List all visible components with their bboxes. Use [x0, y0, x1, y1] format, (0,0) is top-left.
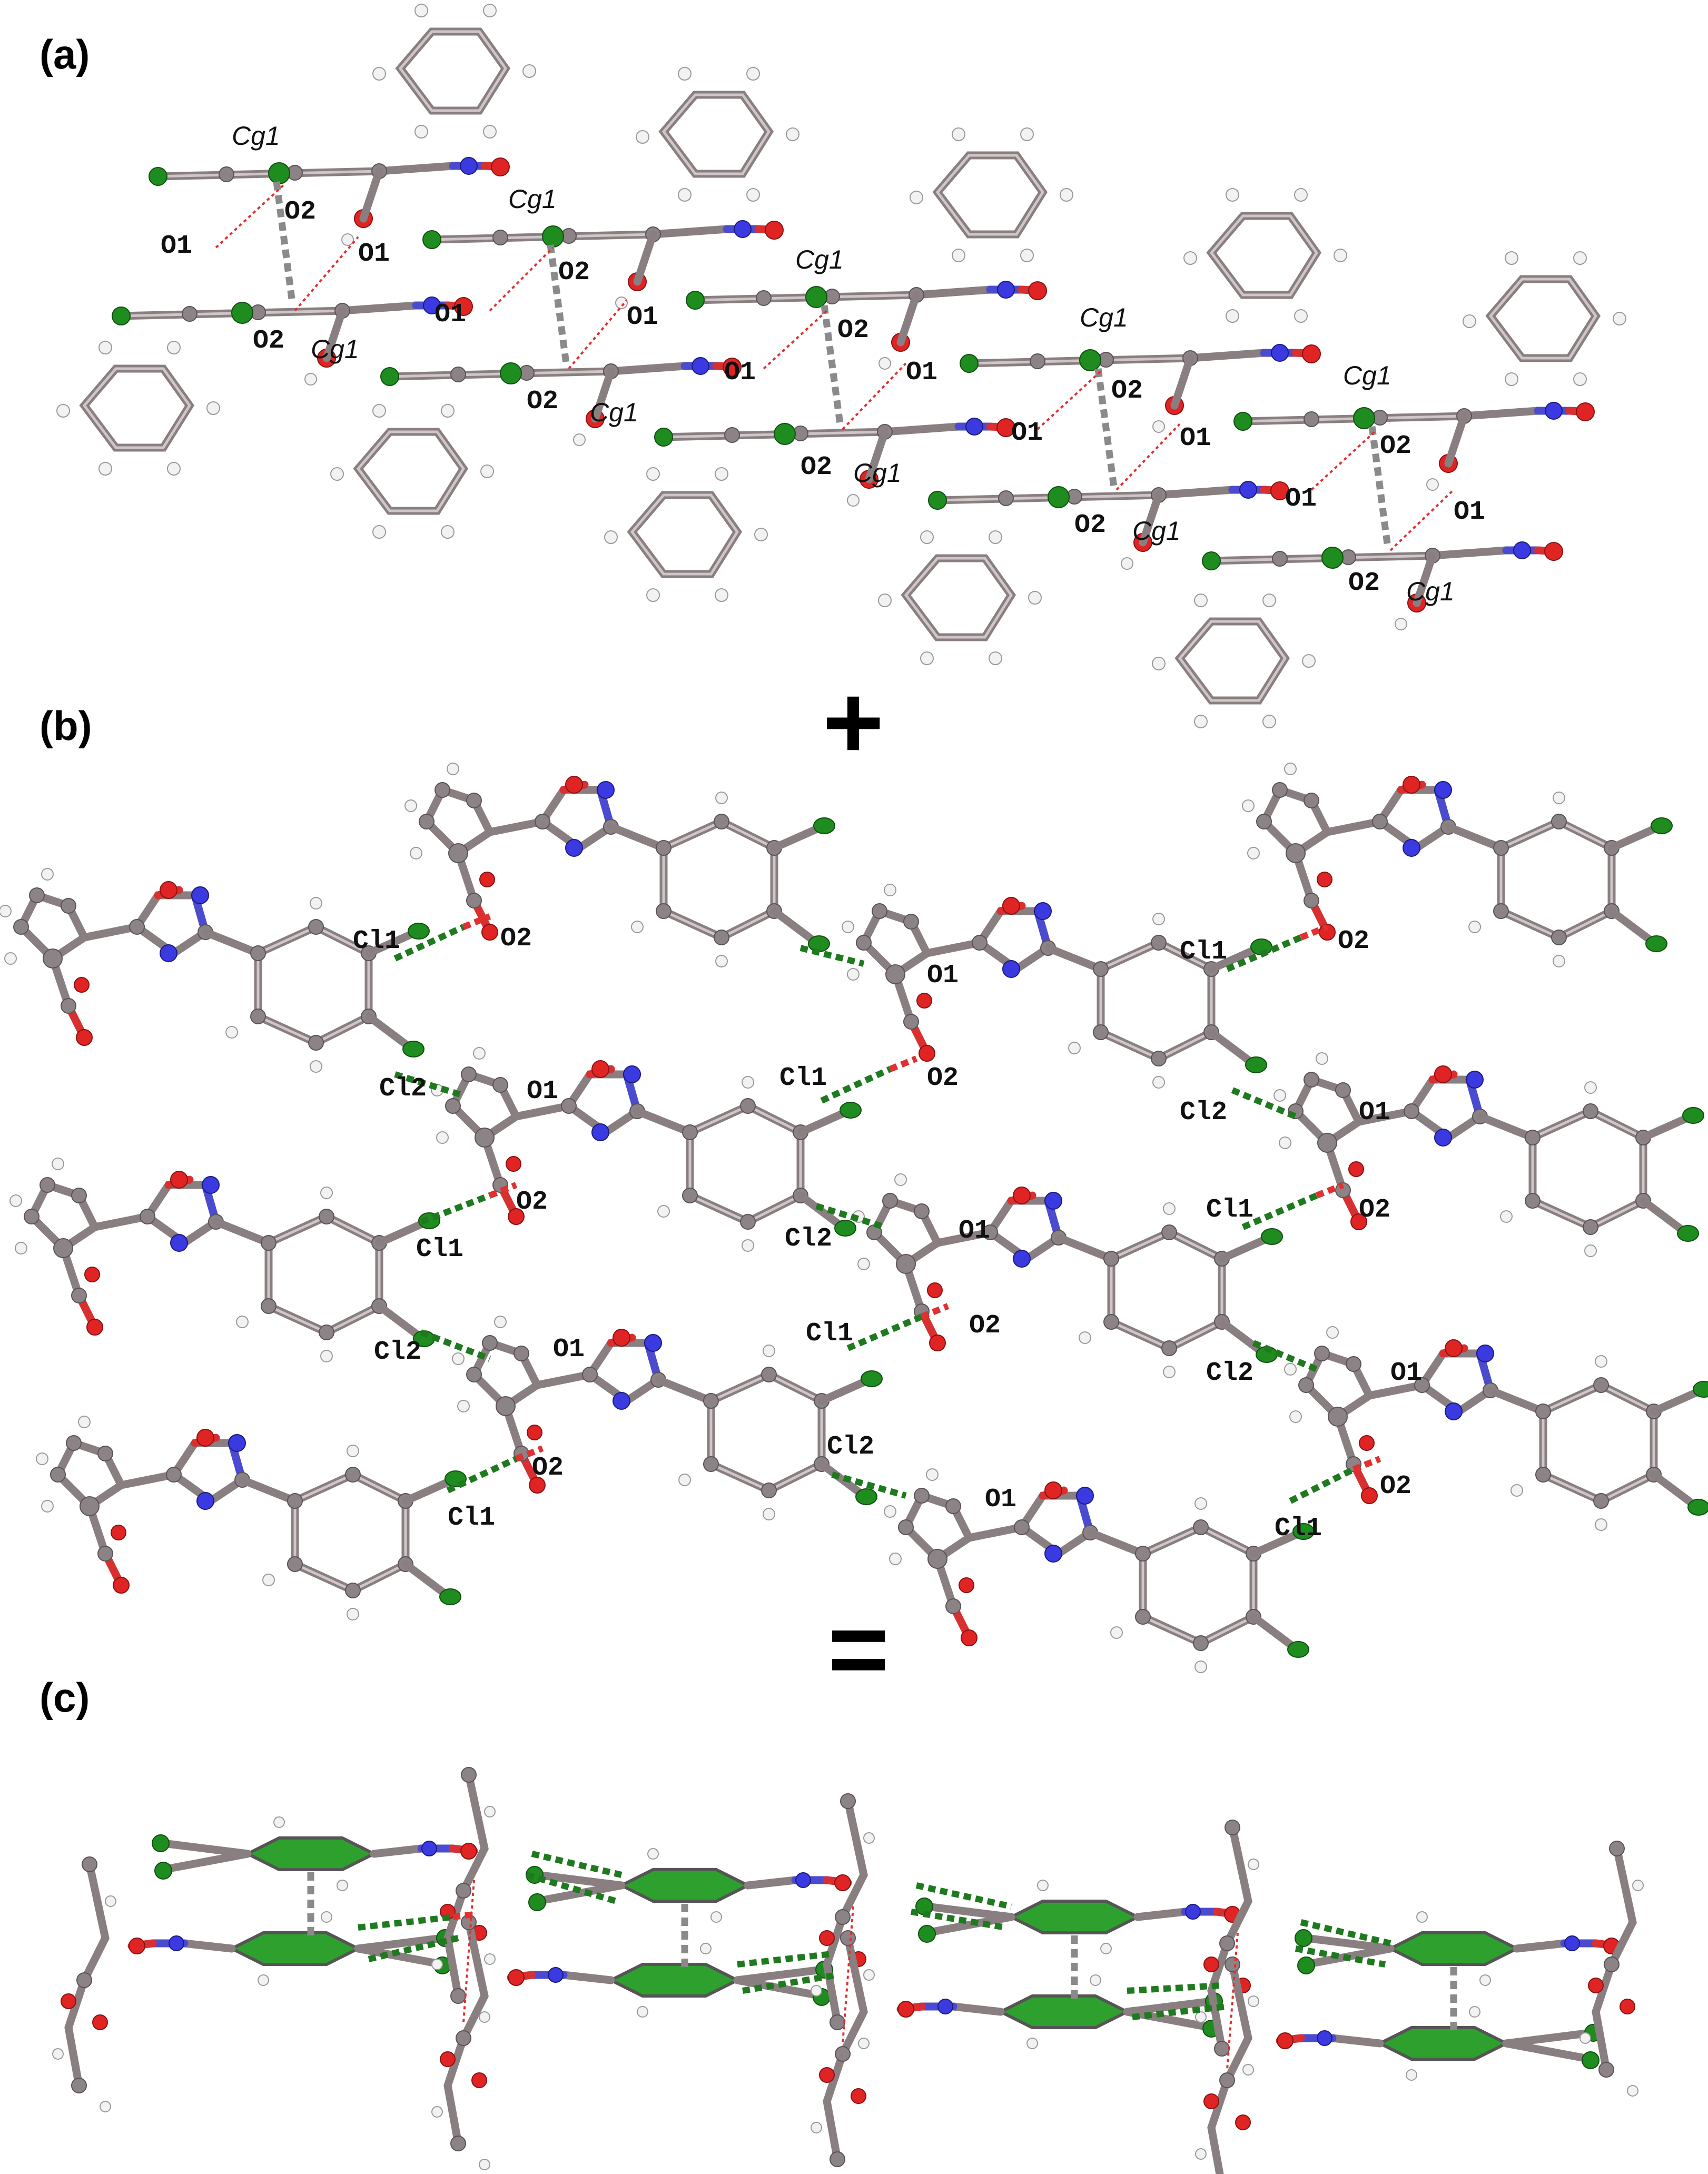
label-o1-b4: O1	[959, 1216, 990, 1246]
plus-operator: +	[823, 664, 884, 781]
panel-b-molecules	[0, 763, 1708, 1673]
label-cg1-a6: Cg1	[853, 458, 902, 488]
label-cl1-b2: Cl1	[1180, 937, 1227, 967]
label-o2-a5: O2	[837, 315, 869, 345]
label-o1-a6: O1	[906, 358, 937, 388]
label-cl1-b5: Cl1	[1206, 1195, 1253, 1225]
label-o2-a7: O2	[1111, 376, 1143, 406]
label-o1-b6: O1	[1390, 1358, 1422, 1388]
label-cg1-a7: Cg1	[1080, 303, 1128, 332]
label-o1-b7: O1	[985, 1485, 1016, 1515]
label-o2-b4: O2	[516, 1187, 548, 1217]
label-o1-a10: O1	[1454, 497, 1485, 527]
label-o1-b1: O1	[927, 961, 959, 991]
label-o2-b6: O2	[969, 1311, 1001, 1341]
label-o1-a9: O1	[1285, 484, 1317, 514]
label-o1-b3: O1	[1359, 1098, 1390, 1128]
label-o1-a5: O1	[724, 358, 756, 388]
label-o1-a7: O1	[1011, 418, 1043, 448]
label-o2-b1: O2	[500, 924, 532, 954]
label-cl2-b6: Cl2	[827, 1432, 874, 1462]
panel-c-label: (c)	[40, 1674, 90, 1721]
label-o1-a4: O1	[627, 302, 658, 332]
label-cl1-b4: Cl1	[416, 1234, 463, 1264]
label-o1-a8: O1	[1180, 423, 1211, 453]
label-o1-a2: O1	[358, 239, 390, 269]
label-cl1-b7: Cl1	[448, 1503, 495, 1533]
panel-c-packing	[53, 1767, 1643, 2174]
label-cg1-a9: Cg1	[1343, 361, 1391, 390]
label-cl2-b4: Cl2	[374, 1337, 421, 1367]
label-o2-a9: O2	[1380, 431, 1411, 461]
panel-b-labels: Cl1 O2 O1 Cl1 O2 Cl2 O1 Cl1 O2 Cl2 O1 O2…	[353, 924, 1422, 1544]
label-o1-b5: O1	[553, 1335, 585, 1365]
label-cl2-b2: Cl2	[1180, 1098, 1227, 1128]
panel-a-chains	[57, 4, 1626, 728]
label-o2-a4: O2	[527, 387, 558, 417]
label-o2-a2: O2	[253, 326, 284, 356]
panel-a-labels: Cg1 O2 O1 O1 O2 Cg1 Cg1 O2 O1 O1 O2 Cg1 …	[161, 121, 1485, 606]
label-cg1-a3: Cg1	[508, 184, 557, 214]
label-cg1-a8: Cg1	[1132, 516, 1181, 546]
label-o1-a3: O1	[435, 300, 466, 330]
label-o2-a3: O2	[558, 258, 590, 288]
label-o2-b3: O2	[927, 1063, 959, 1093]
label-cl2-b1: Cl2	[379, 1074, 427, 1104]
label-cg1-a1: Cg1	[232, 121, 280, 151]
label-o2-b8: O2	[1380, 1471, 1411, 1501]
label-cg1-a2: Cg1	[311, 334, 359, 364]
label-o1-a1: O1	[161, 231, 192, 261]
label-cl2-b3: Cl2	[785, 1224, 832, 1254]
label-cg1-a5: Cg1	[795, 245, 844, 274]
label-o2-b5: O2	[1359, 1195, 1390, 1225]
label-o2-b7: O2	[532, 1453, 564, 1483]
label-o2-a1: O2	[284, 197, 316, 227]
panel-a-label: (a)	[40, 31, 90, 77]
equals-operator: =	[828, 1590, 890, 1708]
label-cg1-a10: Cg1	[1406, 577, 1455, 606]
label-o2-a6: O2	[801, 452, 832, 482]
label-cg1-a4: Cg1	[590, 398, 638, 427]
panel-b-label: (b)	[40, 703, 92, 749]
label-o2-b2: O2	[1338, 926, 1369, 956]
label-cl2-b5: Cl2	[1206, 1358, 1253, 1388]
label-o2-a10: O2	[1348, 568, 1380, 598]
label-cl1-b1: Cl1	[353, 926, 400, 956]
label-cl1-b8: Cl1	[1275, 1514, 1322, 1544]
label-cl1-b3: Cl1	[779, 1063, 827, 1093]
label-o1-b2: O1	[527, 1076, 558, 1106]
label-cl1-b6: Cl1	[806, 1319, 853, 1349]
label-o2-a8: O2	[1074, 510, 1106, 540]
